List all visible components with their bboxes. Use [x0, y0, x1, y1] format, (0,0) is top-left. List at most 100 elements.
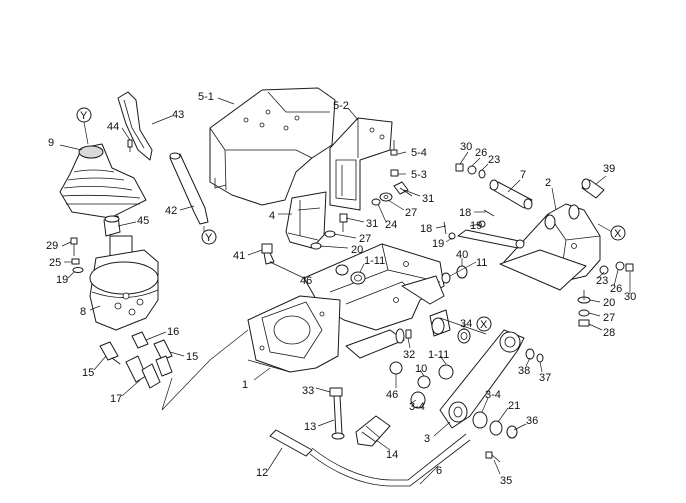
- label-12: 12: [256, 467, 268, 479]
- label-42: 42: [165, 205, 177, 217]
- part-12-grip: [269, 429, 313, 457]
- label-3-4-right: 3-4: [485, 389, 501, 401]
- part-6-rod: [309, 433, 471, 487]
- label-26-upper: 26: [475, 147, 487, 159]
- part-29-bolt: [70, 237, 78, 256]
- part-4-plate: [285, 191, 327, 249]
- part-3-4-bushing-a: [410, 391, 426, 409]
- label-y-top: Y: [80, 110, 88, 122]
- part-31-bolt-lower: [339, 213, 348, 232]
- marker-y-top: [76, 107, 92, 123]
- label-20-right: 20: [603, 297, 615, 309]
- part-24-spacer: [371, 198, 381, 206]
- label-23-lower: 23: [596, 275, 608, 287]
- label-41: 41: [233, 250, 245, 262]
- label-1-11-lower: 1-11: [428, 349, 449, 361]
- label-3: 3: [424, 433, 430, 445]
- part-30-bolt-lower: [625, 263, 634, 272]
- label-34: 34: [460, 318, 472, 330]
- label-44: 44: [107, 121, 119, 133]
- part-39-pin: [581, 178, 605, 199]
- label-5-4: 5-4: [411, 147, 427, 159]
- label-30-upper: 30: [460, 141, 472, 153]
- label-27-right: 27: [603, 312, 615, 324]
- part-35-bolt: [485, 451, 501, 463]
- part-27-washer-lower: [324, 230, 336, 238]
- part-9-boot: [59, 143, 147, 219]
- part-18-pin-upper: [483, 209, 495, 217]
- part-42-rod: [169, 152, 209, 225]
- label-4: 4: [269, 210, 275, 222]
- label-21: 21: [508, 400, 520, 412]
- part-27-washer-right: [578, 309, 590, 317]
- part-16-fitting: [131, 331, 149, 349]
- part-spring-rod: [457, 229, 525, 249]
- label-37: 37: [539, 372, 551, 384]
- label-1: 1: [242, 379, 248, 391]
- label-19-left: 19: [56, 274, 68, 286]
- part-46-washer-upper: [335, 264, 349, 276]
- label-24: 24: [385, 219, 397, 231]
- label-31-lower: 31: [366, 218, 378, 230]
- label-35: 35: [500, 475, 512, 487]
- part-27-washer-upper: [379, 192, 393, 202]
- part-34-ring: [457, 328, 471, 344]
- part-25-nut: [71, 258, 80, 265]
- label-28: 28: [603, 327, 615, 339]
- part-26-washer-upper: [467, 165, 477, 175]
- part-10-collar: [417, 375, 431, 389]
- label-x-mid: X: [480, 319, 488, 331]
- label-18-lower: 18: [420, 223, 432, 235]
- label-46-lower: 46: [386, 389, 398, 401]
- label-2: 2: [545, 177, 551, 189]
- callout-labels: 5-1 5-2 43 44 9 Y 42 Y 45 29 25 19 8 16 …: [46, 91, 636, 487]
- part-2-bracket: [499, 203, 601, 291]
- leader-lines: [59, 97, 631, 485]
- label-15-right: 15: [186, 351, 198, 363]
- label-26-lower: 26: [610, 283, 622, 295]
- part-19-washer-low: [448, 232, 456, 240]
- part-3-lever-arm: [439, 329, 525, 429]
- label-5-1: 5-1: [198, 91, 214, 103]
- part-7-cylinder: [489, 179, 533, 210]
- label-11: 11: [476, 257, 487, 269]
- part-44-screw: [127, 139, 133, 152]
- part-5-1-cover: [209, 87, 336, 206]
- label-9: 9: [48, 137, 54, 149]
- part-1-base-plate: [247, 295, 341, 373]
- label-45: 45: [137, 215, 149, 227]
- label-30-lower: 30: [624, 291, 636, 303]
- part-13-handle: [331, 395, 345, 440]
- label-7: 7: [520, 169, 526, 181]
- label-5-3: 5-3: [411, 169, 427, 181]
- label-14: 14: [386, 449, 398, 461]
- part-15-fitting-right: [153, 339, 173, 361]
- label-8: 8: [80, 306, 86, 318]
- label-x-right: X: [614, 228, 622, 240]
- part-1-11-bushing-a: [350, 271, 366, 285]
- part-33-nut: [329, 387, 343, 397]
- part-8-valve: [89, 235, 159, 331]
- part-17-elbows: [125, 355, 173, 389]
- part-19-washer-left: [72, 267, 84, 273]
- part-38-pin: [525, 348, 535, 360]
- label-17: 17: [110, 393, 122, 405]
- part-5-3-nut: [390, 169, 399, 177]
- label-43: 43: [172, 109, 184, 121]
- label-13: 13: [304, 421, 316, 433]
- label-27-upper: 27: [405, 207, 417, 219]
- label-16: 16: [167, 326, 179, 338]
- label-27-lower: 27: [359, 233, 371, 245]
- part-21-ring: [489, 420, 503, 436]
- part-45-collar: [103, 215, 121, 237]
- part-23-ring-lower: [599, 265, 609, 275]
- label-19-low: 19: [432, 238, 444, 250]
- part-32-screw: [405, 329, 412, 339]
- part-15-fitting-left: [99, 341, 121, 365]
- label-31-upper: 31: [422, 193, 434, 205]
- label-3-4-left: 3-4: [409, 401, 425, 413]
- label-19-mid: 19: [470, 220, 482, 232]
- part-36-clip: [506, 425, 518, 439]
- part-1-11-bushing-b: [438, 364, 454, 380]
